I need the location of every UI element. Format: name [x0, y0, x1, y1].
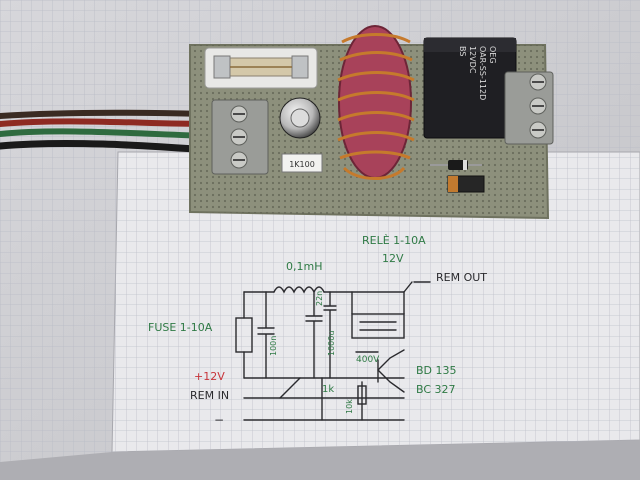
resistor-component: 1K100: [281, 153, 323, 173]
hand-drawn-schematic: [235, 281, 431, 421]
relay: OEG OAR-SS-112D 12VDC BS: [423, 37, 517, 139]
fuse-holder: [204, 47, 318, 89]
r1-label: 1k: [322, 384, 334, 395]
wire-bundle: [0, 109, 214, 154]
relay-label-code: BS: [458, 46, 467, 56]
plus12v-label: +12V: [194, 370, 225, 383]
relay-label-voltage: 12VDC: [468, 46, 477, 74]
relay-label-brand: OEG: [488, 46, 497, 64]
transistor2-label: BC 327: [416, 383, 456, 396]
cap-small-label: 22n: [315, 291, 324, 306]
terminal-block-right: [504, 71, 554, 145]
diode: [430, 160, 482, 170]
schematic-labels: 0,1mH RELÈ 1-10A 12V REM OUT FUSE 1-10A …: [148, 234, 487, 427]
fuse-label: FUSE 1-10A: [148, 321, 213, 334]
terminal-block-left: [211, 99, 269, 175]
relay-label-model: OAR-SS-112D: [478, 46, 487, 100]
resistor-marking: 1K100: [289, 160, 315, 169]
toroid-inductor: [337, 25, 415, 180]
diode-label: 400V: [356, 355, 380, 365]
transistor1-label: BD 135: [416, 364, 457, 377]
transistor-pair: [447, 175, 485, 193]
minus-label: −: [214, 413, 224, 427]
relay-voltage-label: 12V: [382, 252, 404, 265]
inductor-label: 0,1mH: [286, 260, 322, 273]
relay-label: RELÈ 1-10A: [362, 234, 426, 247]
cap2-label: 1000u: [327, 331, 336, 356]
electrolytic-capacitor: [279, 97, 321, 139]
cap1-label: 100n: [269, 336, 278, 356]
rem-out-label: REM OUT: [436, 271, 487, 284]
r2-label: 10k: [345, 399, 354, 414]
rem-in-label: REM IN: [190, 389, 229, 402]
